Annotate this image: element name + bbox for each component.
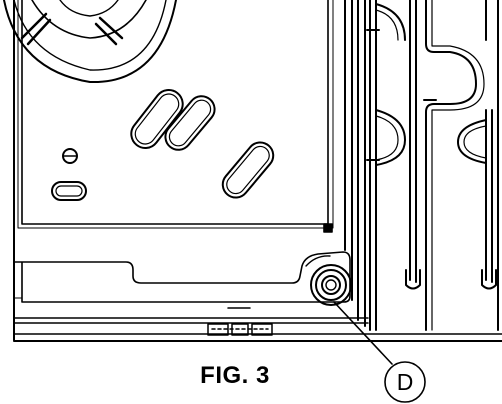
callout-d xyxy=(333,301,426,403)
bottom-clip xyxy=(207,307,273,336)
figure-caption: FIG. 3 xyxy=(200,362,270,389)
screw-d xyxy=(305,255,352,306)
fan-cover xyxy=(3,0,177,84)
vent-slots xyxy=(130,89,275,199)
panel-frame xyxy=(13,0,502,342)
callout-label-d: D xyxy=(396,369,414,395)
mounting-holes xyxy=(51,148,87,201)
cavity-panel xyxy=(13,0,351,303)
side-rail xyxy=(344,0,499,331)
